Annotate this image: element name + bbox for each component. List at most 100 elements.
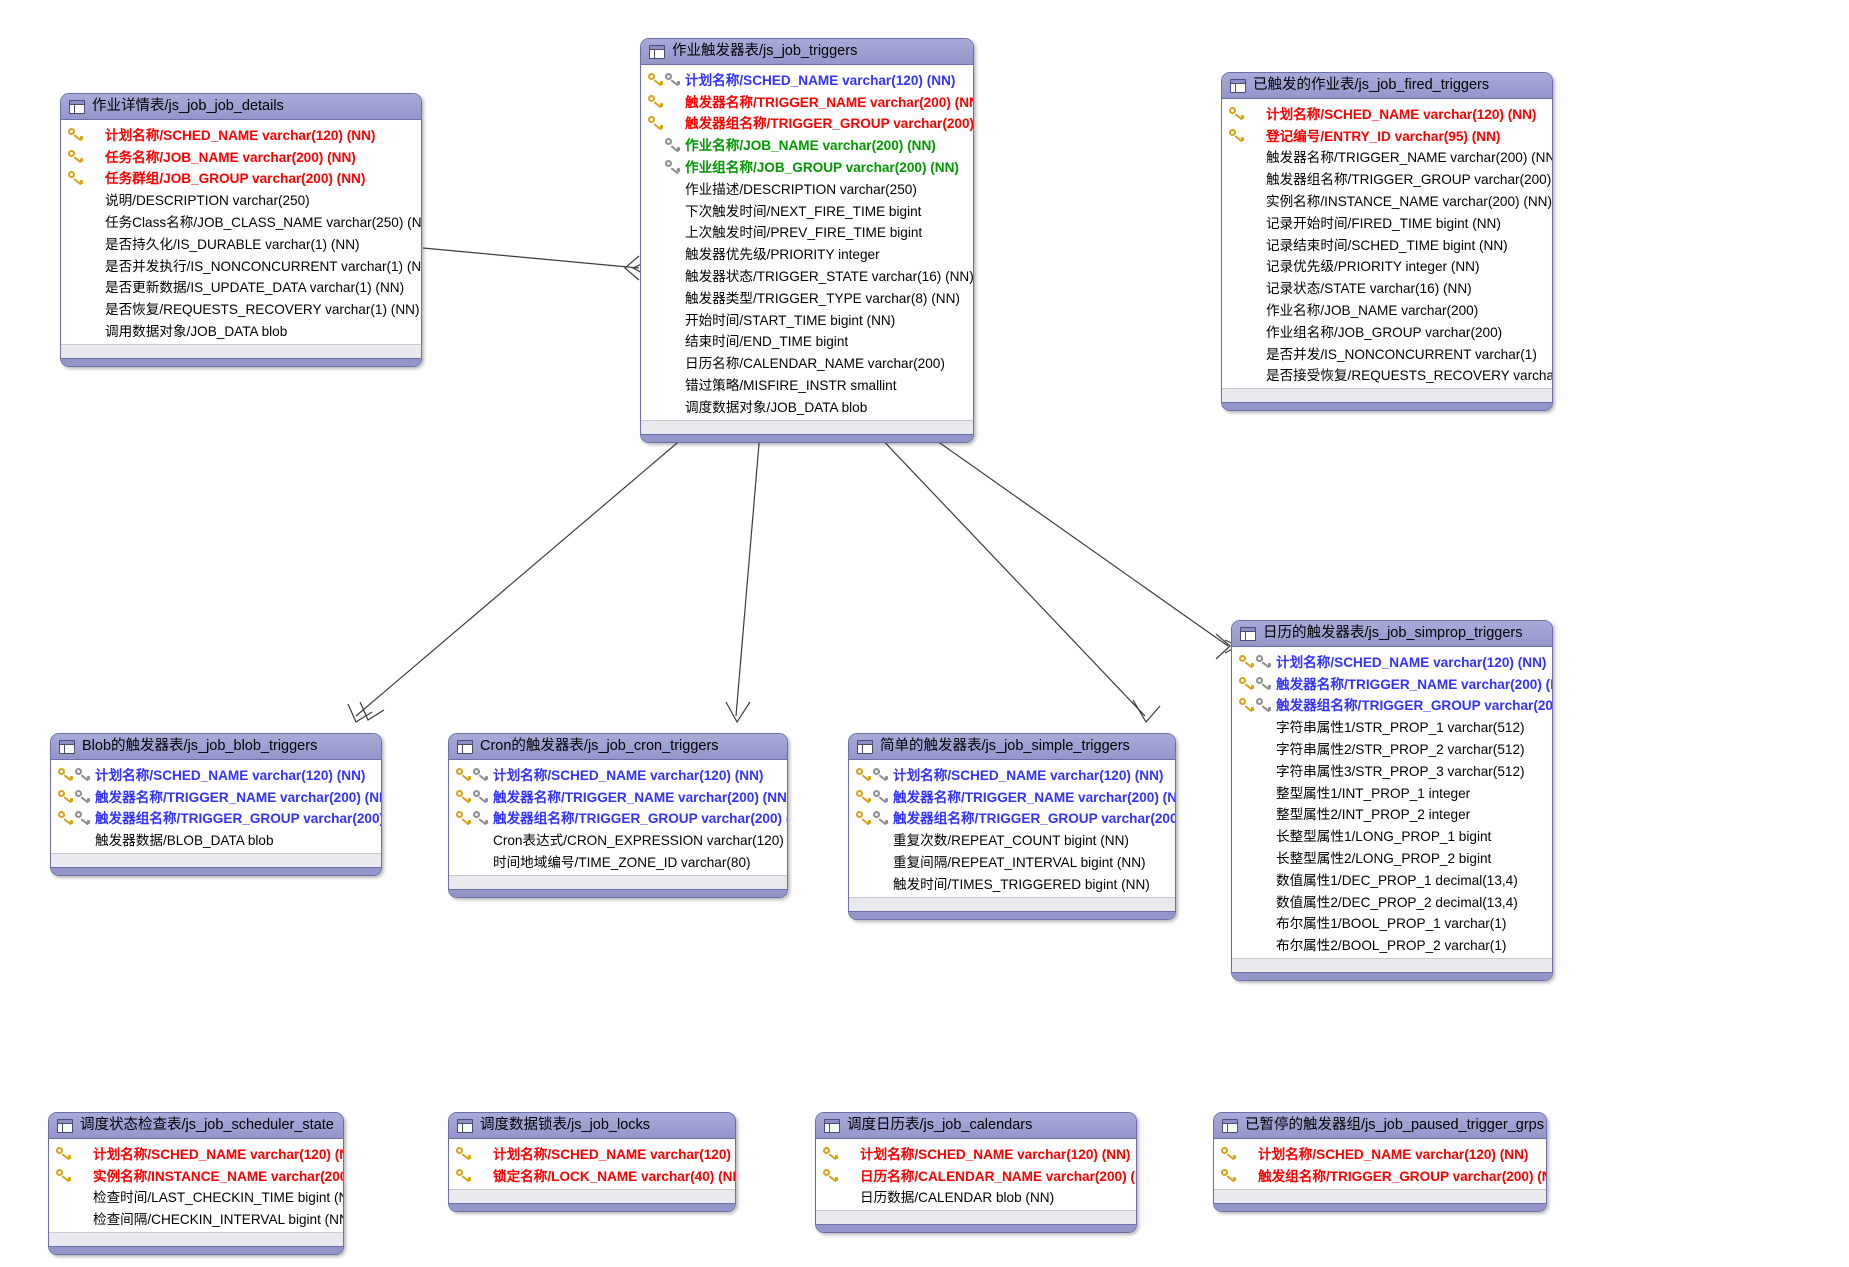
entity-js_job_blob_triggers[interactable]: Blob的触发器表/js_job_blob_triggers 计划名称/SCHED… [50, 733, 382, 877]
attribute-row[interactable]: 长整型属性2/LONG_PROP_2 bigint [1232, 846, 1552, 868]
attribute-row[interactable]: 字符串属性2/STR_PROP_2 varchar(512) [1232, 737, 1552, 759]
attribute-row[interactable]: 计划名称/SCHED_NAME varchar(120) (NN) [1214, 1142, 1546, 1164]
attribute-row[interactable]: 实例名称/INSTANCE_NAME varchar(200) (NN) [49, 1164, 343, 1186]
attribute-row[interactable]: 触发器名称/TRIGGER_NAME varchar(200) (NN) [1222, 146, 1552, 168]
attribute-row[interactable]: 触发器数据/BLOB_DATA blob [51, 828, 381, 850]
entity-header[interactable]: 调度数据锁表/js_job_locks [449, 1113, 735, 1139]
attribute-row[interactable]: 记录状态/STATE varchar(16) (NN) [1222, 276, 1552, 298]
attribute-row[interactable]: 触发器类型/TRIGGER_TYPE varchar(8) (NN) [641, 286, 973, 308]
entity-header[interactable]: 日历的触发器表/js_job_simprop_triggers [1232, 621, 1552, 647]
attribute-row[interactable]: 是否并发/IS_NONCONCURRENT varchar(1) [1222, 342, 1552, 364]
attribute-row[interactable]: 是否并发执行/IS_NONCONCURRENT varchar(1) (NN) [61, 254, 421, 276]
attribute-row[interactable]: 触发器组名称/TRIGGER_GROUP varchar(200) (NN) [849, 807, 1175, 829]
attribute-row[interactable]: 是否更新数据/IS_UPDATE_DATA varchar(1) (NN) [61, 276, 421, 298]
attribute-row[interactable]: 整型属性1/INT_PROP_1 integer [1232, 781, 1552, 803]
attribute-row[interactable]: 是否恢复/REQUESTS_RECOVERY varchar(1) (NN) [61, 297, 421, 319]
attribute-row[interactable]: 开始时间/START_TIME bigint (NN) [641, 308, 973, 330]
entity-js_job_scheduler_state[interactable]: 调度状态检查表/js_job_scheduler_state 计划名称/SCHED… [48, 1112, 344, 1256]
entity-js_job_cron_triggers[interactable]: Cron的触发器表/js_job_cron_triggers 计划名称/SCHED… [448, 733, 788, 898]
entity-header[interactable]: 调度日历表/js_job_calendars [816, 1113, 1136, 1139]
attribute-row[interactable]: 触发器状态/TRIGGER_STATE varchar(16) (NN) [641, 264, 973, 286]
entity-header[interactable]: 简单的触发器表/js_job_simple_triggers [849, 734, 1175, 760]
attribute-row[interactable]: 计划名称/SCHED_NAME varchar(120) (NN) [51, 763, 381, 785]
attribute-row[interactable]: 记录结束时间/SCHED_TIME bigint (NN) [1222, 233, 1552, 255]
attribute-row[interactable]: 计划名称/SCHED_NAME varchar(120) (NN) [849, 763, 1175, 785]
entity-header[interactable]: Blob的触发器表/js_job_blob_triggers [51, 734, 381, 760]
attribute-row[interactable]: Cron表达式/CRON_EXPRESSION varchar(120) (NN… [449, 828, 787, 850]
attribute-row[interactable]: 检查间隔/CHECKIN_INTERVAL bigint (NN) [49, 1207, 343, 1229]
attribute-row[interactable]: 任务群组/JOB_GROUP varchar(200) (NN) [61, 167, 421, 189]
attribute-row[interactable]: 调用数据对象/JOB_DATA blob [61, 319, 421, 341]
entity-js_job_simprop_triggers[interactable]: 日历的触发器表/js_job_simprop_triggers 计划名称/SCHE… [1231, 620, 1553, 982]
attribute-row[interactable]: 数值属性2/DEC_PROP_2 decimal(13,4) [1232, 890, 1552, 912]
entity-header[interactable]: 作业触发器表/js_job_triggers [641, 39, 973, 65]
entity-js_job_calendars[interactable]: 调度日历表/js_job_calendars 计划名称/SCHED_NAME va… [815, 1112, 1137, 1234]
entity-js_job_fired_triggers[interactable]: 已触发的作业表/js_job_fired_triggers 计划名称/SCHED_… [1221, 72, 1553, 412]
attribute-row[interactable]: 计划名称/SCHED_NAME varchar(120) (NN) [61, 123, 421, 145]
attribute-row[interactable]: 触发器组名称/TRIGGER_GROUP varchar(200) (NN) [1232, 694, 1552, 716]
attribute-row[interactable]: 触发器优先级/PRIORITY integer [641, 242, 973, 264]
attribute-row[interactable]: 整型属性2/INT_PROP_2 integer [1232, 803, 1552, 825]
attribute-row[interactable]: 计划名称/SCHED_NAME varchar(120) (NN) [641, 68, 973, 90]
attribute-row[interactable]: 作业名称/JOB_NAME varchar(200) [1222, 298, 1552, 320]
attribute-row[interactable]: 计划名称/SCHED_NAME varchar(120) (NN) [449, 763, 787, 785]
attribute-row[interactable]: 触发组名称/TRIGGER_GROUP varchar(200) (NN) [1214, 1164, 1546, 1186]
attribute-row[interactable]: 重复间隔/REPEAT_INTERVAL bigint (NN) [849, 850, 1175, 872]
attribute-row[interactable]: 布尔属性1/BOOL_PROP_1 varchar(1) [1232, 912, 1552, 934]
attribute-row[interactable]: 计划名称/SCHED_NAME varchar(120) (NN) [49, 1142, 343, 1164]
attribute-row[interactable]: 数值属性1/DEC_PROP_1 decimal(13,4) [1232, 868, 1552, 890]
attribute-row[interactable]: 日历数据/CALENDAR blob (NN) [816, 1186, 1136, 1208]
attribute-row[interactable]: 记录优先级/PRIORITY integer (NN) [1222, 255, 1552, 277]
attribute-row[interactable]: 触发器名称/TRIGGER_NAME varchar(200) (NN) [1232, 672, 1552, 694]
attribute-row[interactable]: 上次触发时间/PREV_FIRE_TIME bigint [641, 221, 973, 243]
attribute-row[interactable]: 是否持久化/IS_DURABLE varchar(1) (NN) [61, 232, 421, 254]
attribute-row[interactable]: 触发器组名称/TRIGGER_GROUP varchar(200) (NN) [1222, 167, 1552, 189]
entity-js_job_triggers[interactable]: 作业触发器表/js_job_triggers 计划名称/SCHED_NAME va… [640, 38, 974, 443]
attribute-row[interactable]: 触发器名称/TRIGGER_NAME varchar(200) (NN) [51, 785, 381, 807]
attribute-row[interactable]: 登记编号/ENTRY_ID varchar(95) (NN) [1222, 124, 1552, 146]
attribute-row[interactable]: 检查时间/LAST_CHECKIN_TIME bigint (NN) [49, 1186, 343, 1208]
entity-header[interactable]: 调度状态检查表/js_job_scheduler_state [49, 1113, 343, 1139]
entity-js_job_simple_triggers[interactable]: 简单的触发器表/js_job_simple_triggers 计划名称/SCHED… [848, 733, 1176, 920]
attribute-row[interactable]: 计划名称/SCHED_NAME varchar(120) (NN) [449, 1142, 735, 1164]
attribute-row[interactable]: 作业组名称/JOB_GROUP varchar(200) (NN) [641, 155, 973, 177]
attribute-row[interactable]: 作业组名称/JOB_GROUP varchar(200) [1222, 320, 1552, 342]
attribute-row[interactable]: 结束时间/END_TIME bigint [641, 330, 973, 352]
attribute-row[interactable]: 布尔属性2/BOOL_PROP_2 varchar(1) [1232, 933, 1552, 955]
attribute-row[interactable]: 说明/DESCRIPTION varchar(250) [61, 188, 421, 210]
attribute-row[interactable]: 错过策略/MISFIRE_INSTR smallint [641, 373, 973, 395]
entity-header[interactable]: 作业详情表/js_job_job_details [61, 94, 421, 120]
attribute-row[interactable]: 触发器名称/TRIGGER_NAME varchar(200) (NN) [849, 785, 1175, 807]
attribute-row[interactable]: 长整型属性1/LONG_PROP_1 bigint [1232, 824, 1552, 846]
attribute-row[interactable]: 是否接受恢复/REQUESTS_RECOVERY varchar(1) [1222, 364, 1552, 386]
attribute-row[interactable]: 计划名称/SCHED_NAME varchar(120) (NN) [1222, 102, 1552, 124]
entity-header[interactable]: 已暂停的触发器组/js_job_paused_trigger_grps [1214, 1113, 1546, 1139]
attribute-row[interactable]: 实例名称/INSTANCE_NAME varchar(200) (NN) [1222, 189, 1552, 211]
entity-js_job_locks[interactable]: 调度数据锁表/js_job_locks 计划名称/SCHED_NAME varch… [448, 1112, 736, 1212]
attribute-row[interactable]: 记录开始时间/FIRED_TIME bigint (NN) [1222, 211, 1552, 233]
attribute-row[interactable]: 触发器组名称/TRIGGER_GROUP varchar(200) (NN) [449, 807, 787, 829]
attribute-row[interactable]: 任务Class名称/JOB_CLASS_NAME varchar(250) (N… [61, 210, 421, 232]
entity-js_job_job_details[interactable]: 作业详情表/js_job_job_details 计划名称/SCHED_NAME … [60, 93, 422, 367]
attribute-row[interactable]: 字符串属性1/STR_PROP_1 varchar(512) [1232, 715, 1552, 737]
entity-header[interactable]: Cron的触发器表/js_job_cron_triggers [449, 734, 787, 760]
attribute-row[interactable]: 触发器组名称/TRIGGER_GROUP varchar(200) (NN) [51, 807, 381, 829]
attribute-row[interactable]: 任务名称/JOB_NAME varchar(200) (NN) [61, 145, 421, 167]
attribute-row[interactable]: 日历名称/CALENDAR_NAME varchar(200) [641, 351, 973, 373]
attribute-row[interactable]: 时间地域编号/TIME_ZONE_ID varchar(80) [449, 850, 787, 872]
attribute-row[interactable]: 重复次数/REPEAT_COUNT bigint (NN) [849, 828, 1175, 850]
attribute-row[interactable]: 作业名称/JOB_NAME varchar(200) (NN) [641, 133, 973, 155]
attribute-row[interactable]: 调度数据对象/JOB_DATA blob [641, 395, 973, 417]
attribute-row[interactable]: 计划名称/SCHED_NAME varchar(120) (NN) [1232, 650, 1552, 672]
attribute-row[interactable]: 触发器名称/TRIGGER_NAME varchar(200) (NN) [641, 90, 973, 112]
entity-header[interactable]: 已触发的作业表/js_job_fired_triggers [1222, 73, 1552, 99]
attribute-row[interactable]: 触发器组名称/TRIGGER_GROUP varchar(200) (NN) [641, 112, 973, 134]
attribute-row[interactable]: 计划名称/SCHED_NAME varchar(120) (NN) [816, 1142, 1136, 1164]
attribute-row[interactable]: 锁定名称/LOCK_NAME varchar(40) (NN) [449, 1164, 735, 1186]
entity-js_job_paused_trigger_grps[interactable]: 已暂停的触发器组/js_job_paused_trigger_grps 计划名称/… [1213, 1112, 1547, 1212]
attribute-row[interactable]: 日历名称/CALENDAR_NAME varchar(200) (NN) [816, 1164, 1136, 1186]
attribute-row[interactable]: 触发时间/TIMES_TRIGGERED bigint (NN) [849, 872, 1175, 894]
attribute-row[interactable]: 作业描述/DESCRIPTION varchar(250) [641, 177, 973, 199]
attribute-row[interactable]: 下次触发时间/NEXT_FIRE_TIME bigint [641, 199, 973, 221]
attribute-row[interactable]: 触发器名称/TRIGGER_NAME varchar(200) (NN) [449, 785, 787, 807]
